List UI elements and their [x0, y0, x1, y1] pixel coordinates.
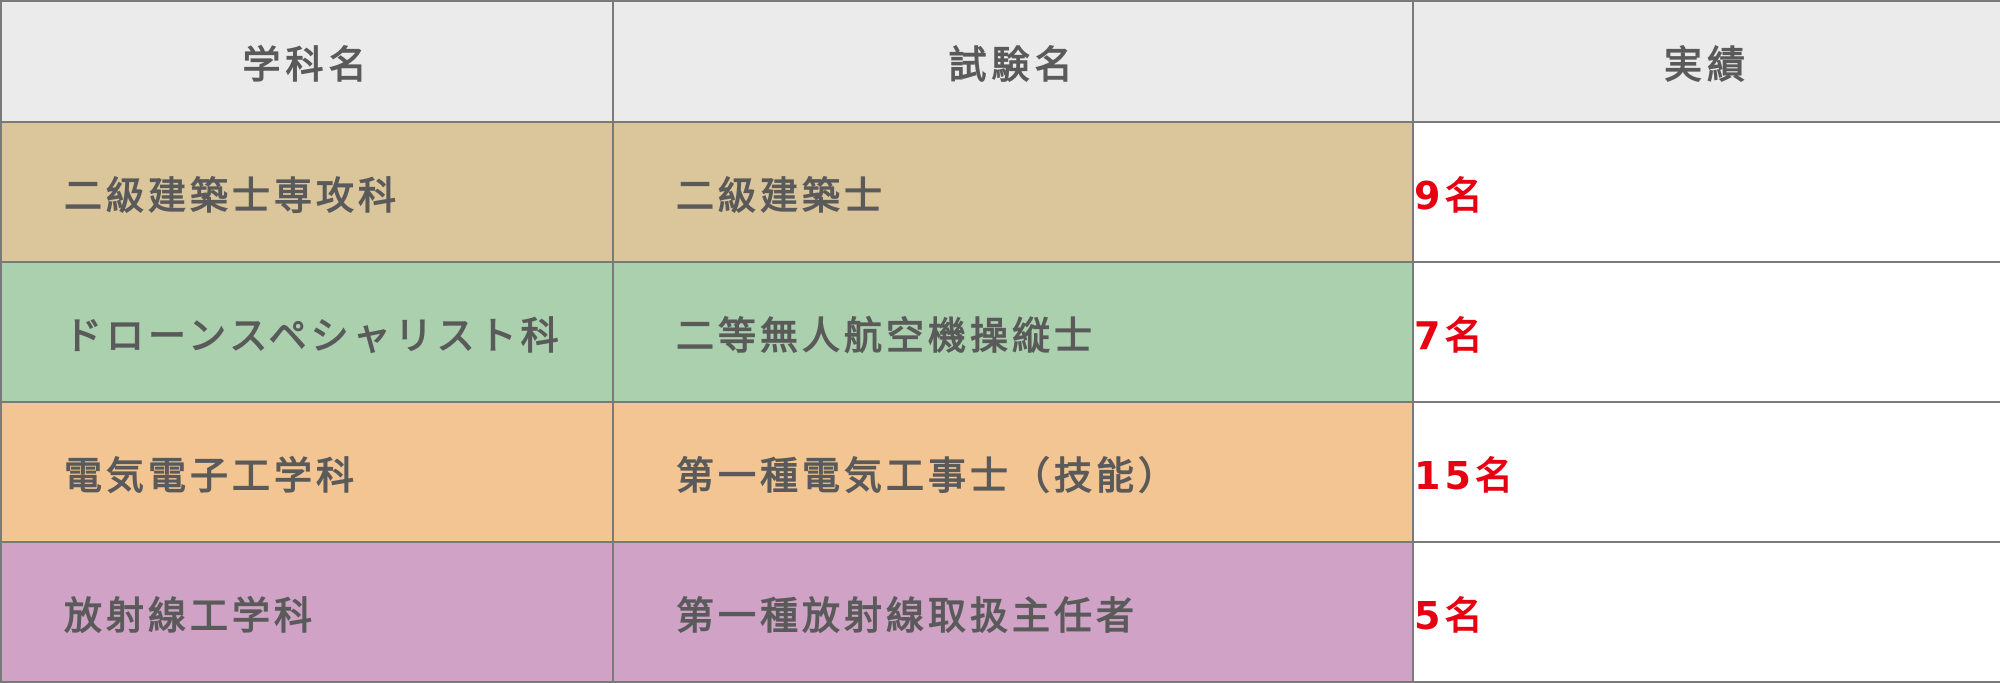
- table-row: ドローンスペシャリスト科 二等無人航空機操縦士 7名: [0, 261, 2000, 403]
- result-cell: 15名: [1412, 401, 2000, 543]
- result-cell: 9名: [1412, 121, 2000, 263]
- exam-cell: 第一種放射線取扱主任者: [612, 541, 1414, 683]
- exam-cell: 二等無人航空機操縦士: [612, 261, 1414, 403]
- department-cell: ドローンスペシャリスト科: [0, 261, 614, 403]
- department-cell: 電気電子工学科: [0, 401, 614, 543]
- department-cell: 放射線工学科: [0, 541, 614, 683]
- department-cell: 二級建築士専攻科: [0, 121, 614, 263]
- table-row: 電気電子工学科 第一種電気工事士（技能） 15名: [0, 401, 2000, 543]
- header-result: 実績: [1412, 0, 2000, 123]
- exam-cell: 二級建築士: [612, 121, 1414, 263]
- header-exam: 試験名: [612, 0, 1414, 123]
- result-cell: 5名: [1412, 541, 2000, 683]
- header-row: 学科名 試験名 実績: [0, 0, 2000, 123]
- exam-cell: 第一種電気工事士（技能）: [612, 401, 1414, 543]
- table-row: 二級建築士専攻科 二級建築士 9名: [0, 121, 2000, 263]
- header-department: 学科名: [0, 0, 614, 123]
- result-cell: 7名: [1412, 261, 2000, 403]
- table-row: 放射線工学科 第一種放射線取扱主任者 5名: [0, 541, 2000, 683]
